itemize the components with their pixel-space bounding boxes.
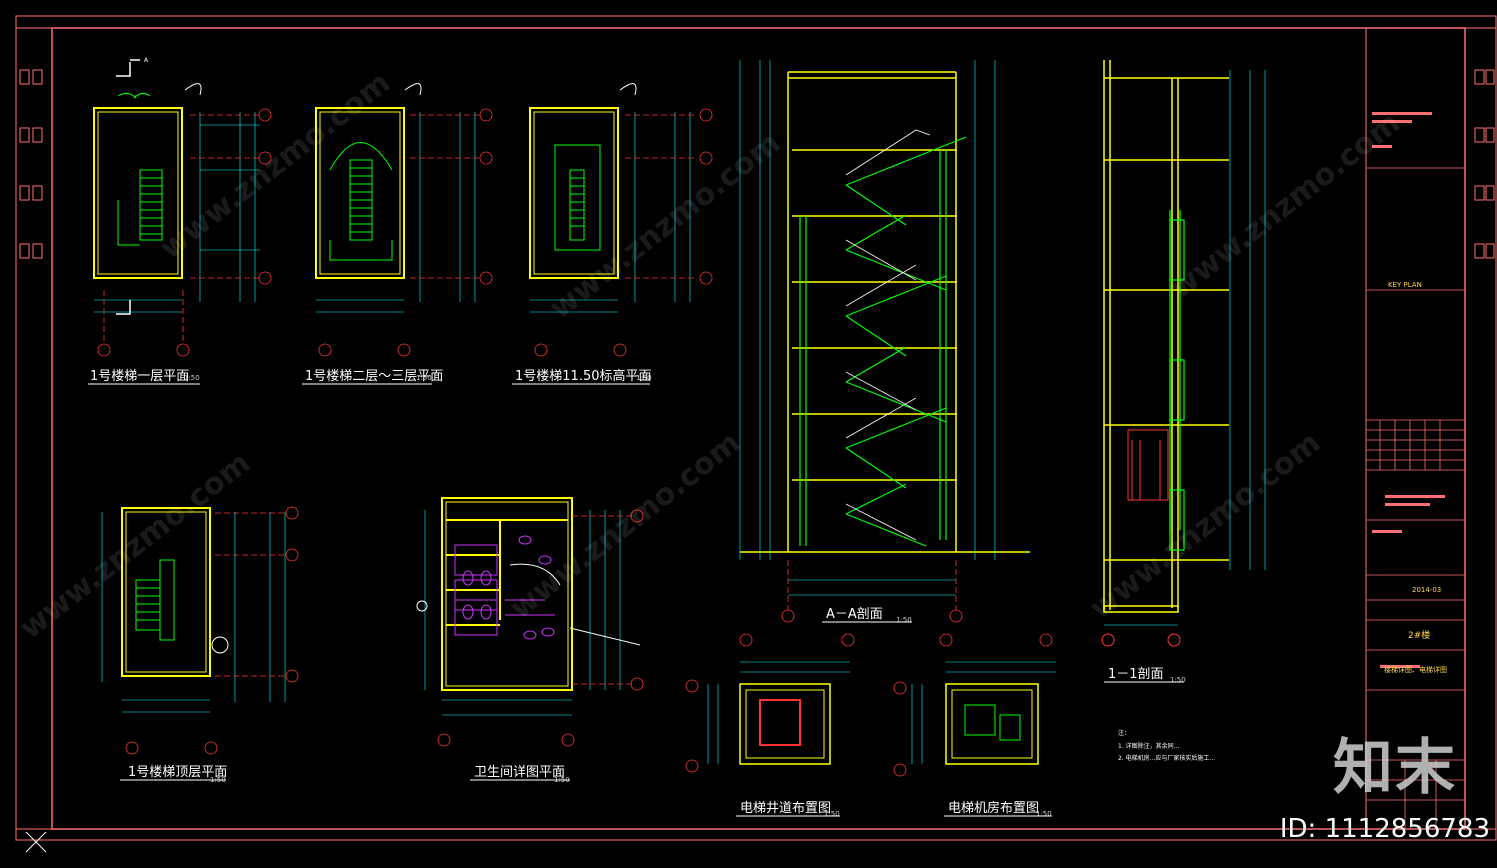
view-title-ground-floor: 1号楼梯一层平面 bbox=[90, 369, 189, 384]
svg-text:www.znzmo.com: www.znzmo.com bbox=[503, 425, 747, 626]
stair-plan-ground-floor: A 1号楼梯一层平面 1:50 bbox=[88, 57, 272, 385]
view-title-top-floor: 1号楼梯顶层平面 bbox=[128, 765, 227, 780]
stair-section-a-a: A－A剖面 1:50 bbox=[739, 60, 1030, 624]
stair-plan-11-50-level: 1号楼梯11.50标高平面 1:50 bbox=[512, 83, 713, 385]
notes-line: 2. 电梯机房...应与厂家核实后施工... bbox=[1118, 754, 1215, 762]
title-block bbox=[1366, 167, 1465, 829]
margin-markers bbox=[19, 69, 1495, 259]
svg-text:www.znzmo.com: www.znzmo.com bbox=[153, 65, 397, 266]
origin-cross-icon bbox=[25, 831, 47, 853]
view-scale: 1:50 bbox=[896, 616, 912, 624]
view-title-section-aa: A－A剖面 bbox=[826, 607, 883, 622]
stair-plan-second-third-floor: 1号楼梯二层～三层平面 1:50 bbox=[302, 83, 493, 385]
view-scale: 1:50 bbox=[184, 374, 200, 382]
view-title-section-11: 1－1剖面 bbox=[1108, 667, 1164, 682]
title-block-sheet-title: 楼梯详图、电梯详图 bbox=[1384, 665, 1447, 674]
title-block-redacted-text bbox=[1372, 112, 1445, 668]
view-scale: 1:50 bbox=[636, 374, 652, 382]
section-mark-a: A bbox=[144, 57, 149, 64]
view-scale: 1:50 bbox=[1036, 810, 1052, 818]
elevator-shaft-layout: 电梯井道布置图 1:50 bbox=[685, 633, 855, 818]
view-scale: 1:50 bbox=[824, 810, 840, 818]
notes-heading: 注： bbox=[1118, 729, 1130, 737]
view-title-elevator-shaft: 电梯井道布置图 bbox=[740, 801, 831, 816]
svg-text:www.znzmo.com: www.znzmo.com bbox=[1083, 425, 1327, 626]
title-block-building: 2#楼 bbox=[1408, 629, 1430, 641]
svg-text:www.znzmo.com: www.znzmo.com bbox=[13, 445, 257, 646]
key-plan-label: KEY PLAN bbox=[1388, 281, 1422, 289]
watermark-site: www.znzmo.com www.znzmo.com www.znzmo.co… bbox=[13, 65, 1407, 646]
view-title-toilet: 卫生间详图平面 bbox=[474, 765, 565, 780]
notes-line: 1. 详图除注，其余同... bbox=[1118, 742, 1179, 750]
toilet-detail-plan: 卫生间详图平面 1:50 bbox=[416, 497, 644, 784]
view-title-machine-room: 电梯机房布置图 bbox=[948, 800, 1039, 816]
elevator-machine-room-layout: 电梯机房布置图 1:50 bbox=[893, 633, 1056, 818]
view-title-11-50: 1号楼梯11.50标高平面 bbox=[515, 368, 652, 384]
elevator-section-1-1: 1－1剖面 1:50 注： 1. 详图除注，其余同... 2. 电梯机房...应… bbox=[1101, 60, 1266, 762]
view-title-second-third: 1号楼梯二层～三层平面 bbox=[305, 369, 443, 384]
watermark-logo: 知末 bbox=[1333, 733, 1457, 803]
drawing-frame bbox=[15, 15, 1497, 841]
view-scale: 1:50 bbox=[416, 374, 432, 382]
title-block-date: 2014-03 bbox=[1412, 586, 1441, 594]
watermark-id: ID: 1112856783 bbox=[1279, 814, 1490, 844]
view-scale: 1:50 bbox=[1170, 676, 1186, 684]
svg-text:www.znzmo.com: www.znzmo.com bbox=[1163, 105, 1407, 306]
stair-plan-top-floor: 1号楼梯顶层平面 1:50 bbox=[101, 506, 299, 784]
